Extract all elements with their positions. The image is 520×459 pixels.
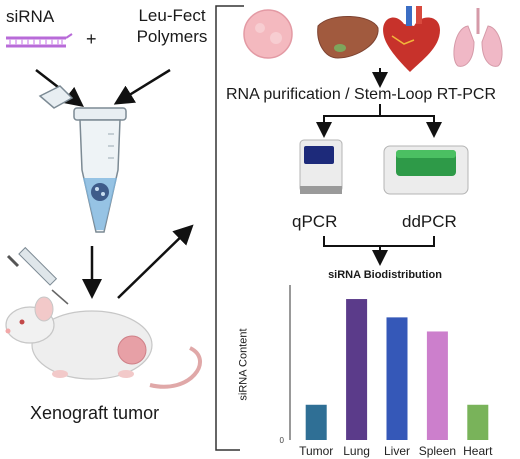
tumor-icon — [243, 9, 293, 59]
ddpcr-machine-icon — [383, 145, 469, 195]
mouse-icon — [5, 296, 202, 389]
bar-spleen — [426, 331, 448, 440]
heart-icon — [383, 6, 440, 73]
microcentrifuge-tube-icon — [38, 85, 127, 233]
bracket-divider — [215, 5, 244, 451]
qpcr-label: qPCR — [292, 212, 338, 231]
liver-icon — [317, 15, 379, 59]
arrow-method-to-ddpcr — [380, 115, 442, 138]
syringe-icon — [6, 246, 69, 305]
x-tick-label: Liver — [384, 444, 410, 458]
x-tick-label: Tumor — [299, 444, 333, 458]
polymer-label-line2: Polymers — [136, 27, 208, 46]
ddpcr-label: ddPCR — [402, 212, 457, 231]
sirna-duplex-icon — [6, 33, 73, 48]
x-tick-label: Heart — [463, 444, 493, 458]
bar-lung — [346, 299, 368, 440]
bar-heart — [467, 404, 489, 440]
xenograft-label: Xenograft tumor — [30, 403, 160, 423]
lung-icon — [453, 8, 503, 67]
y-axis-label: siRNA Content — [237, 328, 250, 401]
x-tick-label: Lung — [343, 444, 370, 458]
arrow-method-to-qpcr — [316, 104, 381, 138]
qpcr-machine-icon — [299, 139, 343, 194]
plus-sign: + — [86, 29, 97, 49]
chart-title: siRNA Biodistribution — [328, 269, 442, 281]
method-label: RNA purification / Stem-Loop RT-PCR — [226, 86, 497, 103]
bar-chart: Tumor Lung Liver Spleen Heart 0 — [280, 285, 493, 458]
bar-liver — [386, 317, 408, 440]
polymer-label-line1: Leu-Fect — [138, 6, 206, 25]
x-tick-label: Spleen — [419, 444, 456, 458]
sirna-label: siRNA — [6, 7, 55, 26]
arrow-polymer-to-tube — [113, 68, 171, 105]
arrow-mouse-to-analysis — [117, 224, 194, 299]
y-tick-label: 0 — [280, 436, 285, 445]
bar-tumor — [305, 404, 327, 440]
